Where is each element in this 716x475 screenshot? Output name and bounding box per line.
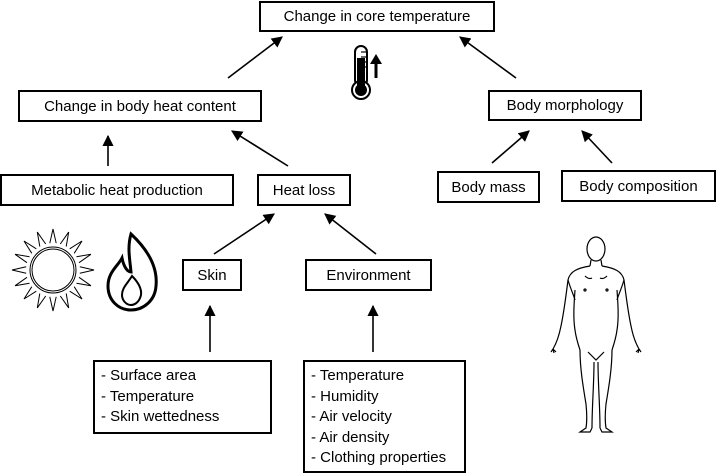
arrow-mass-to-morphology [491, 130, 530, 164]
arrow-environment-to-heat-loss [324, 213, 377, 255]
node-skin: Skin [182, 259, 242, 291]
sun-ray [14, 253, 30, 264]
sun-ray [76, 276, 92, 287]
arrow-composition-to-morphology [581, 130, 613, 164]
node-heat-loss: Heat loss [257, 174, 351, 206]
list-item: - Clothing properties [311, 449, 447, 466]
sun-ray [14, 276, 30, 287]
list-item: - Skin wettedness [101, 408, 220, 425]
environment-factors-list: - Temperature - Humidity - Air velocity … [303, 360, 466, 473]
node-label: Body composition [579, 177, 698, 195]
node-body-morphology: Body morphology [488, 90, 642, 121]
node-label: Skin [197, 266, 227, 284]
node-body-mass: Body mass [437, 171, 540, 203]
node-body-heat-content: Change in body heat content [18, 90, 262, 122]
arrow-skin-to-heat-loss [213, 213, 275, 255]
sun-ray [49, 228, 57, 244]
arrow-body-heat-to-core [227, 36, 283, 79]
thermometer-up-icon [351, 45, 382, 100]
node-label: Heat loss [272, 181, 336, 199]
node-label: Metabolic heat production [31, 181, 203, 199]
arrow-heat-loss-to-body-heat [231, 130, 289, 167]
sun-ray [59, 231, 70, 247]
sun-ray [23, 240, 37, 254]
node-label: Environment [326, 266, 411, 284]
sun-ray [11, 266, 27, 274]
node-environment: Environment [305, 259, 432, 291]
list-item: - Surface area [101, 367, 197, 384]
sun-ray [49, 296, 57, 312]
sun-ray [36, 231, 47, 247]
list-item: - Air density [311, 428, 390, 446]
list-item: - Temperature [101, 387, 195, 405]
sun-ray [69, 240, 83, 254]
list-item: - Temperature [311, 367, 405, 384]
node-metabolic-heat-production: Metabolic heat production [0, 174, 234, 206]
human-figure-icon [550, 236, 642, 433]
arrow-morphology-to-core [459, 36, 517, 79]
sun-ray [76, 253, 92, 264]
node-core-temperature: Change in core temperature [259, 1, 495, 32]
list-item: - Humidity [311, 387, 379, 405]
node-body-composition: Body composition [561, 170, 716, 202]
node-label: Change in body heat content [44, 97, 236, 115]
sun-ray [23, 286, 37, 300]
flame-icon [106, 231, 158, 312]
sun-icon [11, 228, 95, 312]
sun-ray [59, 293, 70, 309]
skin-factors-list: - Surface area - Temperature - Skin wett… [93, 360, 272, 434]
list-item: - Air velocity [311, 408, 392, 425]
sun-ray [79, 266, 95, 274]
sun-ray [36, 293, 47, 309]
node-label: Change in core temperature [283, 8, 471, 25]
node-label: Body morphology [506, 97, 624, 114]
node-label: Body mass [451, 178, 526, 196]
sun-ray [69, 286, 83, 300]
